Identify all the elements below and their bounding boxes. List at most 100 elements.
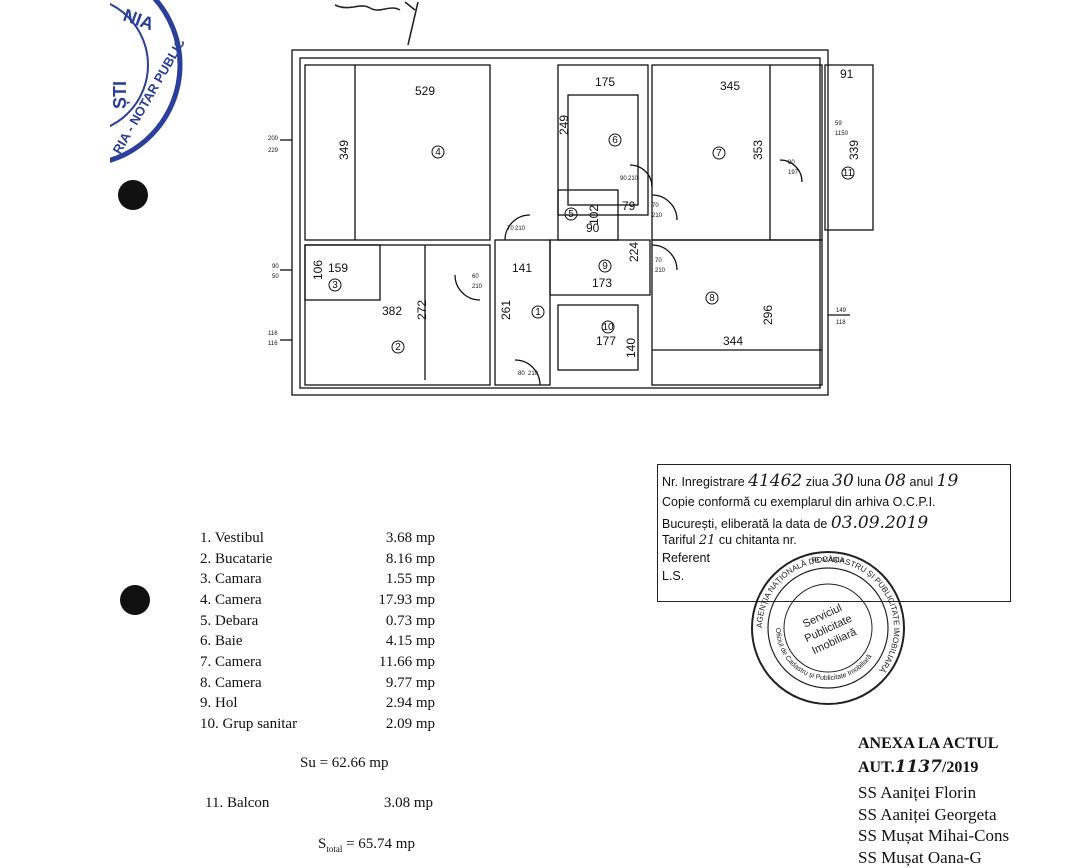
stamp-reg-label: Nr. Inregistrare [662,475,745,489]
stamp-year: 19 [937,471,959,491]
dim-label: 296 [761,305,775,325]
signatory: SS Aaniței Georgeta [858,804,1009,826]
signatory: SS Mușat Mihai-Cons [858,825,1009,847]
room-number: 10 [602,322,614,333]
dim-label: 529 [415,84,435,98]
seal-text-top: NIA [121,5,157,34]
window-label: 59 [835,121,842,127]
dim-label: 141 [512,261,532,275]
seal-top-text: ROMÂNIA [812,555,845,564]
room-name: 7. Camera [200,654,365,671]
room-number: 5 [568,209,574,220]
signatories: SS Aaniței Florin SS Aaniței Georgeta SS… [858,782,1009,868]
annex-aut-number: 1137 [895,757,942,777]
room-name: 10. Grup sanitar [200,716,365,733]
dim-label: 91 [840,67,854,81]
su-value: = 62.66 mp [320,755,389,771]
notary-seal: NIA ȘTI RIA - NOTAR PUBLIC [60,0,190,180]
room-number: 2 [395,342,401,353]
door-label: 70 [652,203,659,209]
stamp-ziua-label: ziua [806,475,829,489]
stamp-anul-label: anul [910,475,934,489]
signatory: SS Mușat Oana-G [858,847,1009,868]
stamp-issued-date: 03.09.2019 [831,513,928,533]
room-area: 1.55 mp [365,571,435,588]
dim-label: 173 [592,276,612,290]
room-area: 17.93 mp [365,592,435,609]
seal-text-mid: ȘTI [110,81,130,109]
stamp-luna-label: luna [857,475,881,489]
door-label: 60 [472,274,479,280]
dim-label: 159 [328,261,348,275]
window-label: 200 [268,136,279,142]
dim-label: 249 [557,115,571,135]
stotal-sub: total [326,844,342,854]
room-number: 11 [843,168,854,179]
stamp-reg-number: 41462 [748,471,802,491]
window-label: 50 [272,274,279,280]
room-area: 2.94 mp [365,695,435,712]
door-label: 210 [655,268,666,274]
window-label: 1150 [835,131,849,137]
dim-label: 344 [723,334,743,348]
stamp-fee-value: 21 [699,533,716,548]
room-name: 8. Camera [200,675,365,692]
stamp-fee-label: Tariful [662,533,695,547]
signatory: SS Aaniței Florin [858,782,1009,804]
stamp-month: 08 [884,471,906,491]
door-label: 197 [788,170,799,176]
annex-aut-year: /2019 [942,759,978,776]
room-number: 9 [602,261,608,272]
dim-label: 345 [720,79,740,93]
door-label: 70 [507,226,514,232]
room-name: 4. Camera [200,592,365,609]
door-label: 210 [515,226,526,232]
stamp-copy-line: Copie conformă cu exemplarul din arhiva … [662,495,936,509]
dim-label: 79 [622,199,636,213]
room-number: 8 [709,293,715,304]
room-name: 2. Bucatarie [200,551,365,568]
room-area: 11.66 mp [365,654,435,671]
dim-label: 272 [415,300,429,320]
room-area: 3.68 mp [365,530,435,547]
annex-aut: AUT.1137/2019 [858,757,978,777]
door-label: 90 [620,176,627,182]
punch-hole [118,180,148,210]
room-name: 6. Baie [200,633,365,650]
door-label: 210 [652,213,663,219]
stamp-issued-label: București, eliberată la data de [662,517,827,531]
room-name: 3. Camara [200,571,365,588]
total-area: Stotal = 65.74 mp [318,836,415,854]
dim-label: 140 [624,338,638,358]
su-label: Su [300,755,316,771]
room-number: 4 [435,147,441,158]
door-label: 210 [528,371,539,377]
floor-plan: 529 349 175 249 345 353 91 339 102 90 79… [250,40,890,405]
room-area: 4.15 mp [365,633,435,650]
stamp-day: 30 [832,471,854,491]
room-area: 0.73 mp [365,613,435,630]
stamp-receipt-label: cu chitanta nr. [719,533,797,547]
balcony-row: 11. Balcon 3.08 mp [205,795,433,812]
room-name: 9. Hol [200,695,365,712]
window-label: 229 [268,148,279,154]
dim-label: 90 [586,221,600,235]
punch-hole [120,585,150,615]
window-label: 118 [836,320,846,326]
room-number: 1 [535,307,541,318]
annex-aut-label: AUT. [858,759,895,776]
window-label: 116 [268,331,278,337]
room-number: 6 [612,135,618,146]
annex-title: ANEXA LA ACTUL [858,735,998,753]
window-label: 149 [836,308,847,314]
room-area: 8.16 mp [365,551,435,568]
stamp-referent: Referent [662,551,710,565]
window-label: 116 [268,341,278,347]
